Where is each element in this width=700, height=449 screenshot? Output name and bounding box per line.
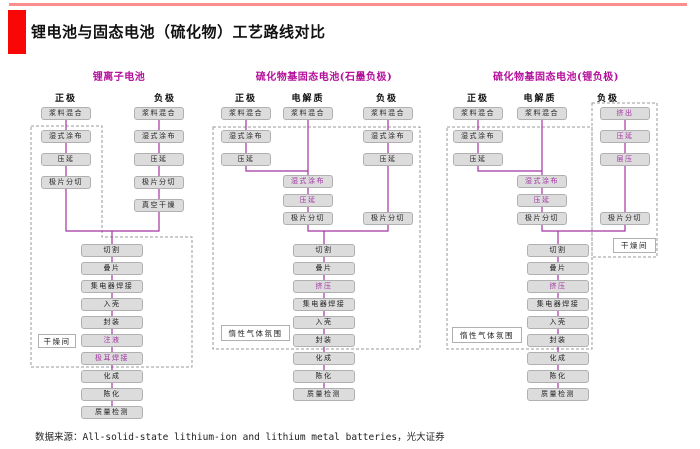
process-step-box: 压延 bbox=[600, 130, 650, 143]
process-step-box: 压延 bbox=[517, 194, 567, 207]
process-step-box: 湿式涂布 bbox=[363, 130, 413, 143]
top-accent-line bbox=[9, 3, 687, 6]
battery-type-title: 硫化物基固态电池(石墨负极) bbox=[255, 72, 393, 83]
process-step-box: 极片分切 bbox=[600, 212, 650, 225]
electrode-column-header: 正极 bbox=[54, 94, 78, 104]
process-step-box: 浆料混合 bbox=[134, 107, 184, 120]
environment-zone-outline bbox=[446, 126, 593, 350]
process-step-box: 叠片 bbox=[81, 262, 143, 275]
process-step-box: 浆料混合 bbox=[453, 107, 503, 120]
process-step-box: 化成 bbox=[293, 352, 355, 365]
process-step-box: 极耳焊接 bbox=[81, 352, 143, 365]
electrode-column-header: 负极 bbox=[375, 94, 399, 104]
process-step-box: 挤压 bbox=[527, 280, 589, 293]
flow-merge-connector bbox=[541, 225, 626, 232]
process-step-box: 湿式涂布 bbox=[221, 130, 271, 143]
process-step-box: 湿式涂布 bbox=[283, 175, 333, 188]
process-step-box: 封装 bbox=[293, 334, 355, 347]
process-step-box: 切割 bbox=[81, 244, 143, 257]
environment-zone-label: 惰性气体氛围 bbox=[452, 327, 522, 343]
environment-zone-label: 惰性气体氛围 bbox=[221, 325, 290, 341]
process-step-box: 真空干燥 bbox=[134, 199, 184, 212]
process-step-box: 集电器焊接 bbox=[527, 298, 589, 311]
process-step-box: 湿式涂布 bbox=[453, 130, 503, 143]
flow-merge-connector bbox=[477, 166, 542, 172]
process-step-box: 压延 bbox=[363, 153, 413, 166]
process-step-box: 叠片 bbox=[527, 262, 589, 275]
environment-zone-label: 干燥间 bbox=[38, 334, 76, 348]
process-step-box: 封装 bbox=[527, 334, 589, 347]
process-step-box: 质量检测 bbox=[293, 388, 355, 401]
process-step-box: 入壳 bbox=[527, 316, 589, 329]
process-step-box: 压延 bbox=[221, 153, 271, 166]
environment-zone-outline bbox=[591, 102, 658, 258]
page-title: 锂电池与固态电池（硫化物）工艺路线对比 bbox=[31, 24, 326, 41]
electrode-column-header: 正极 bbox=[466, 94, 490, 104]
process-step-box: 挤出 bbox=[600, 107, 650, 120]
process-step-box: 浆料混合 bbox=[363, 107, 413, 120]
process-step-box: 浆料混合 bbox=[283, 107, 333, 120]
process-step-box: 极片分切 bbox=[517, 212, 567, 225]
process-step-box: 压延 bbox=[453, 153, 503, 166]
process-step-box: 陈化 bbox=[81, 388, 143, 401]
process-step-box: 极片分切 bbox=[283, 212, 333, 225]
process-step-box: 湿式涂布 bbox=[517, 175, 567, 188]
title-accent-block bbox=[8, 10, 26, 54]
process-step-box: 封装 bbox=[81, 316, 143, 329]
process-step-box: 浆料混合 bbox=[517, 107, 567, 120]
process-step-box: 质量检测 bbox=[527, 388, 589, 401]
environment-zone-label: 干燥间 bbox=[613, 238, 656, 253]
process-step-box: 湿式涂布 bbox=[134, 130, 184, 143]
electrode-column-header: 负极 bbox=[153, 94, 177, 104]
process-step-box: 陈化 bbox=[293, 370, 355, 383]
process-step-box: 极片分切 bbox=[41, 176, 91, 189]
process-step-box: 叠片 bbox=[293, 262, 355, 275]
process-step-box: 切割 bbox=[527, 244, 589, 257]
process-step-box: 层压 bbox=[600, 153, 650, 166]
process-step-box: 压延 bbox=[134, 153, 184, 166]
electrode-column-header: 电解质 bbox=[523, 94, 557, 104]
process-step-box: 切割 bbox=[293, 244, 355, 257]
process-step-box: 入壳 bbox=[81, 298, 143, 311]
process-step-box: 浆料混合 bbox=[221, 107, 271, 120]
process-step-box: 压延 bbox=[283, 194, 333, 207]
process-step-box: 质量检测 bbox=[81, 406, 143, 419]
electrode-column-header: 负极 bbox=[596, 94, 620, 104]
process-step-box: 挤压 bbox=[293, 280, 355, 293]
flow-merge-connector bbox=[307, 225, 389, 232]
process-step-box: 浆料混合 bbox=[41, 107, 91, 120]
process-step-box: 极片分切 bbox=[134, 176, 184, 189]
environment-zone-outline bbox=[212, 126, 421, 350]
process-step-box: 化成 bbox=[81, 370, 143, 383]
flow-merge-connector bbox=[245, 166, 308, 172]
process-step-box: 陈化 bbox=[527, 370, 589, 383]
battery-type-title: 硫化物基固态电池(锂负极) bbox=[493, 72, 619, 83]
environment-zone-outline bbox=[30, 125, 193, 368]
process-step-box: 集电器焊接 bbox=[81, 280, 143, 293]
process-step-box: 湿式涂布 bbox=[41, 130, 91, 143]
process-step-box: 入壳 bbox=[293, 316, 355, 329]
process-step-box: 注液 bbox=[81, 334, 143, 347]
electrode-column-header: 正极 bbox=[234, 94, 258, 104]
electrode-column-header: 电解质 bbox=[291, 94, 325, 104]
process-step-box: 压延 bbox=[41, 153, 91, 166]
process-step-box: 极片分切 bbox=[363, 212, 413, 225]
battery-type-title: 锂离子电池 bbox=[92, 72, 146, 83]
process-step-box: 化成 bbox=[527, 352, 589, 365]
data-source-note: 数据来源：All-solid-state lithium-ion and lit… bbox=[35, 432, 445, 443]
process-step-box: 集电器焊接 bbox=[293, 298, 355, 311]
